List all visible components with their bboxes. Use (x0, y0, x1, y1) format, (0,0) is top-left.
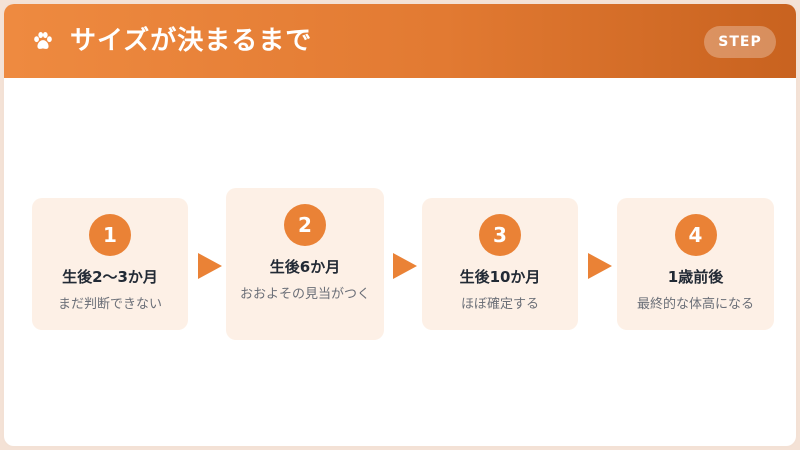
step-card-1: 1 生後2〜3か月 まだ判断できない (32, 198, 188, 330)
step-title: 1歳前後 (667, 268, 724, 286)
paw-icon (34, 32, 52, 49)
step-badge: STEP (704, 26, 776, 58)
header-bar: サイズが決まるまで STEP (4, 4, 796, 78)
step-number: 1 (89, 214, 131, 256)
step-number: 4 (674, 214, 717, 256)
step-number: 2 (284, 204, 326, 246)
triangle-right-icon (588, 253, 612, 279)
step-title: 生後2〜3か月 (62, 268, 158, 286)
step-title: 生後6か月 (269, 258, 341, 276)
step-description: 最終的な体高になる (636, 297, 754, 312)
step-card-4: 4 1歳前後 最終的な体高になる (617, 198, 774, 330)
step-number: 3 (479, 214, 521, 256)
step-description: まだ判断できない (57, 297, 162, 312)
page-title: サイズが決まるまで (70, 26, 313, 56)
step-card-2: 2 生後6か月 おおよその見当がつく (226, 188, 384, 340)
step-description: ほぼ確定する (460, 297, 539, 312)
step-title: 生後10か月 (459, 268, 541, 286)
step-card-3: 3 生後10か月 ほぼ確定する (422, 198, 578, 330)
step-description: おおよその見当がつく (239, 287, 370, 302)
triangle-right-icon (198, 253, 222, 279)
triangle-right-icon (393, 253, 417, 279)
